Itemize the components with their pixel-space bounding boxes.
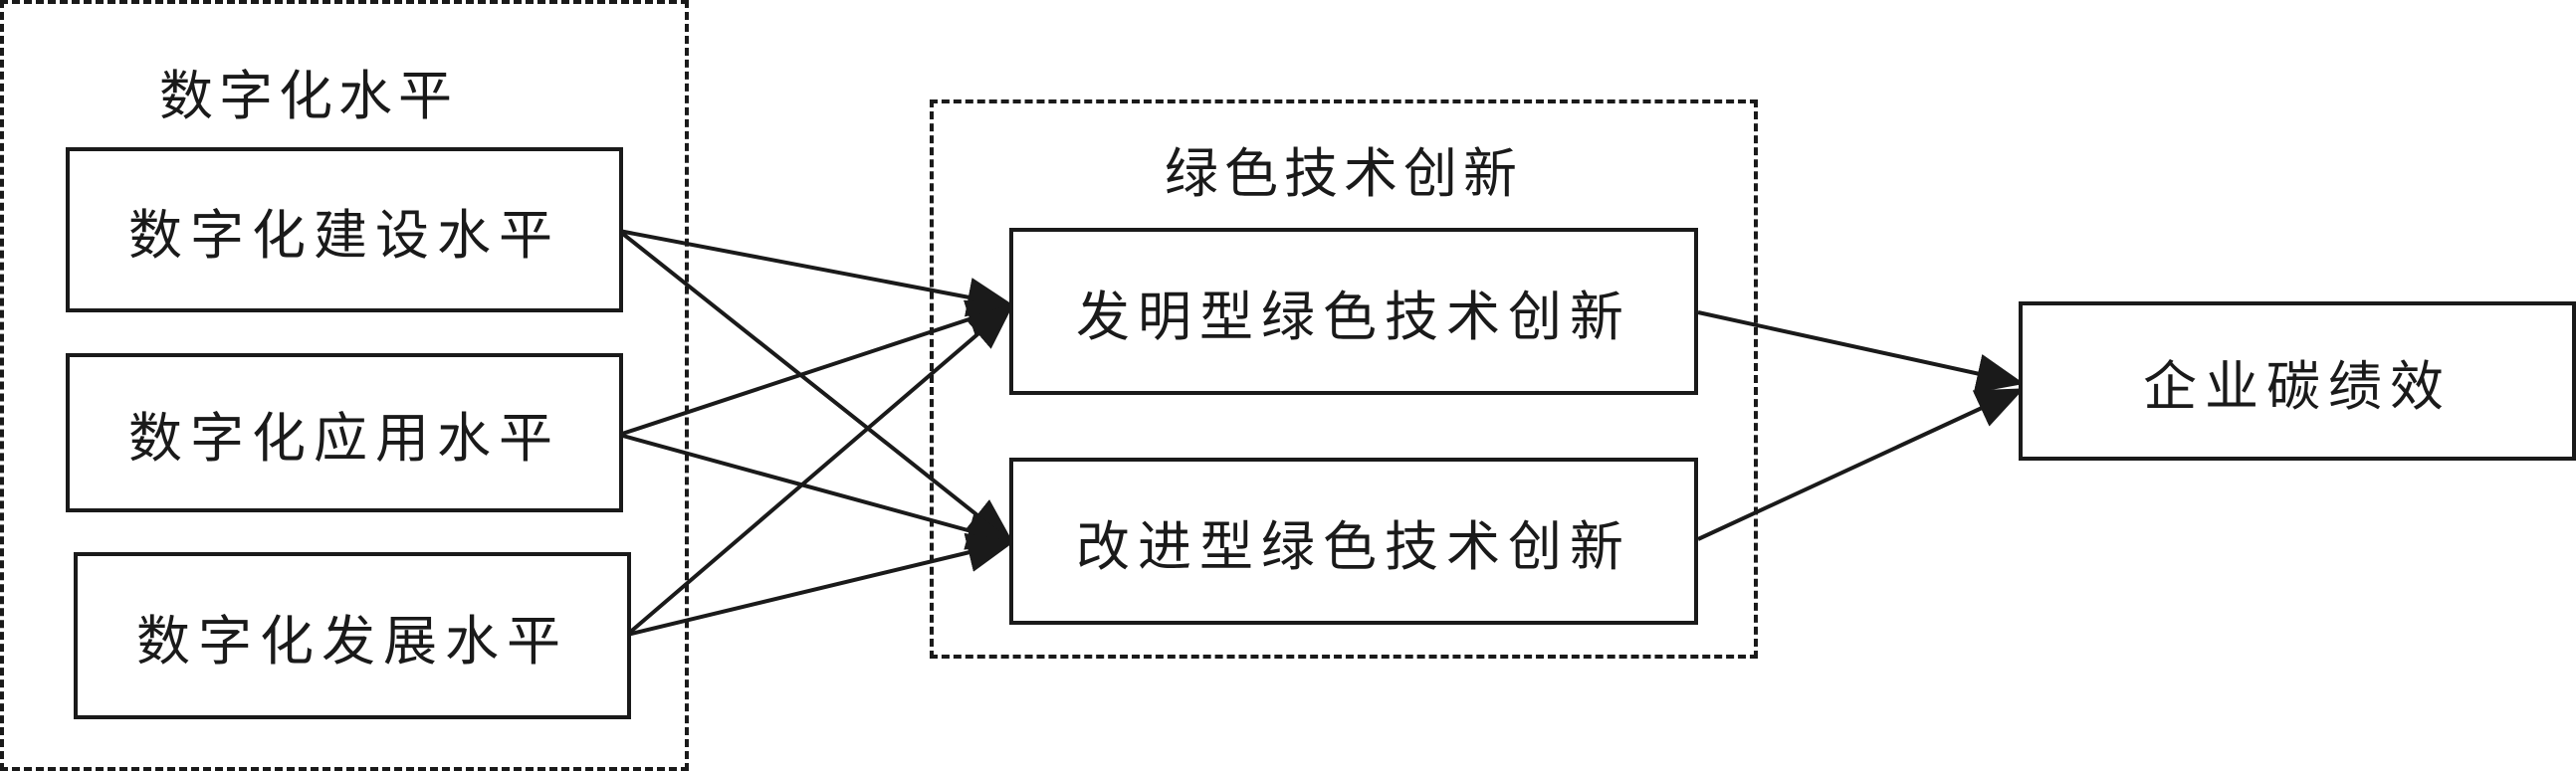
node-digital-development-level: 数字化发展水平 <box>74 552 631 719</box>
arrow-application-to-improvement <box>618 433 1015 550</box>
arrow-improvement-to-carbon <box>1697 388 2025 541</box>
node-corporate-carbon-performance: 企业碳绩效 <box>2019 301 2576 461</box>
arrow-development-to-invention <box>625 302 1015 637</box>
group-green-innovation-title: 绿色技术创新 <box>1165 142 1523 205</box>
arrow-invention-to-carbon <box>1697 310 2025 394</box>
group-digital-level-title: 数字化水平 <box>159 65 458 127</box>
arrow-construction-to-invention <box>618 229 1015 317</box>
group-digital-level <box>0 0 689 771</box>
arrow-development-to-improvement <box>626 532 1015 637</box>
node-digital-construction-level: 数字化建设水平 <box>66 147 623 312</box>
arrow-construction-to-improvement <box>617 229 1015 545</box>
node-improvement-green-innovation: 改进型绿色技术创新 <box>1009 458 1698 625</box>
arrow-application-to-invention <box>618 299 1015 437</box>
node-invention-green-innovation: 发明型绿色技术创新 <box>1009 228 1698 395</box>
node-digital-application-level: 数字化应用水平 <box>66 353 623 512</box>
group-green-innovation <box>930 99 1758 659</box>
